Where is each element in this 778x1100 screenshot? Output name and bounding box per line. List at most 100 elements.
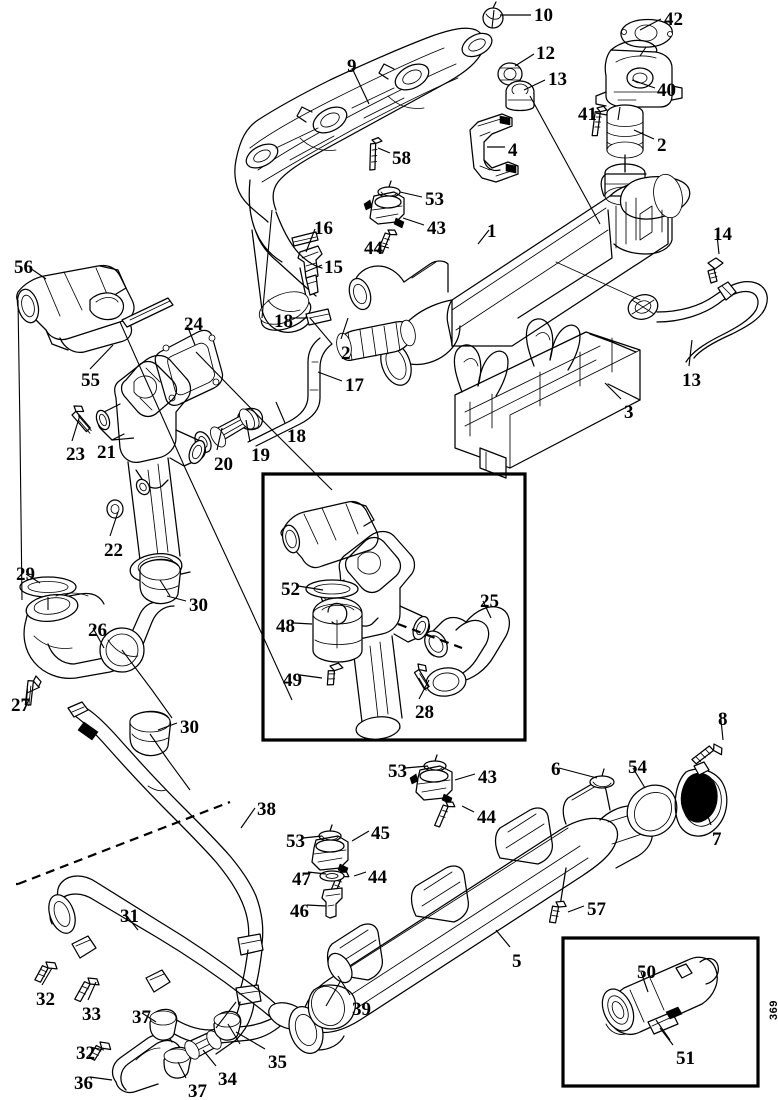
part-3-support-bracket — [454, 319, 640, 478]
part-43-sensor-upper — [364, 192, 404, 228]
callout-37: 37 — [132, 1007, 151, 1028]
callout-28: 28 — [415, 702, 434, 723]
callout-32: 32 — [36, 989, 55, 1010]
callout-20: 20 — [214, 454, 233, 475]
callout-22: 22 — [104, 540, 123, 561]
callout-44: 44 — [368, 867, 387, 888]
callout-2: 2 — [341, 343, 351, 364]
part-47-washer — [320, 871, 344, 881]
callout-29: 29 — [16, 564, 35, 585]
part-8-bolt — [691, 741, 724, 770]
callout-5: 5 — [512, 951, 522, 972]
part-44-bolt-b — [433, 799, 456, 830]
callout-42: 42 — [664, 9, 683, 30]
part-41-bolt — [590, 105, 607, 138]
callout-43: 43 — [478, 767, 497, 788]
part-2-bellows-mid — [334, 319, 417, 361]
part-39-ring — [306, 982, 355, 1031]
part-13-hose — [657, 282, 767, 362]
callout-16: 16 — [314, 218, 333, 239]
part-56-pump-housing — [14, 265, 134, 352]
callout-36: 36 — [74, 1073, 93, 1094]
inset-thermostat-detail — [263, 474, 525, 741]
part-5-manifold-lower — [283, 783, 652, 1058]
part-23-bolt — [66, 403, 98, 433]
part-55-dowel — [122, 298, 173, 327]
callout-48: 48 — [276, 616, 295, 637]
callout-47: 47 — [292, 869, 311, 890]
callout-30: 30 — [180, 717, 199, 738]
callout-53: 53 — [388, 761, 407, 782]
part-6-seal — [590, 769, 614, 788]
part-32-bolt-a — [34, 958, 59, 987]
part-30-clamp-a — [140, 559, 181, 603]
callout-39: 39 — [352, 999, 371, 1020]
callout-53: 53 — [286, 831, 305, 852]
callout-18: 18 — [287, 426, 306, 447]
callout-7: 7 — [712, 829, 722, 850]
part-46-sensor — [322, 888, 342, 918]
callout-6: 6 — [551, 759, 561, 780]
callout-4: 4 — [508, 140, 518, 161]
callout-2: 2 — [657, 135, 667, 156]
part-54-gasket — [627, 785, 677, 836]
part-24-gasket — [155, 330, 222, 405]
inset-part-49-bolt — [326, 662, 343, 687]
part-33-bolt — [74, 974, 101, 1006]
part-15-sensor — [298, 246, 322, 295]
callout-52: 52 — [281, 579, 300, 600]
part-30-clamp-b — [130, 711, 171, 755]
callout-51: 51 — [676, 1048, 695, 1069]
part-9-exhaust-manifold — [235, 28, 496, 337]
part-38-hose — [68, 702, 263, 1054]
callout-55: 55 — [81, 370, 100, 391]
callout-38: 38 — [257, 799, 276, 820]
sheet-watermark: 369 259 — [768, 1000, 778, 1020]
inset-part-25-hose — [420, 607, 509, 699]
callout-45: 45 — [371, 823, 390, 844]
callout-46: 46 — [290, 901, 309, 922]
callout-56: 56 — [14, 257, 33, 278]
part-37-clamp-a — [150, 1009, 177, 1040]
part-19-sleeve — [207, 406, 257, 449]
part-34-fitting — [182, 1028, 224, 1061]
callout-34: 34 — [218, 1069, 237, 1090]
inset-part-52-gasket — [306, 580, 358, 598]
part-58-bolt — [368, 137, 382, 171]
callout-31: 31 — [120, 906, 139, 927]
callout-8: 8 — [718, 709, 728, 730]
part-57-bolt — [548, 899, 568, 926]
callout-58: 58 — [392, 148, 411, 169]
inset-sensor-detail — [563, 938, 758, 1086]
callout-41: 41 — [578, 104, 597, 125]
callout-44: 44 — [364, 238, 383, 259]
part-4-bracket — [470, 114, 518, 182]
callout-43: 43 — [427, 218, 446, 239]
callout-1: 1 — [487, 221, 497, 242]
callout-18: 18 — [274, 311, 293, 332]
callout-24: 24 — [184, 314, 203, 335]
callout-53: 53 — [425, 189, 444, 210]
callout-30: 30 — [189, 595, 208, 616]
callout-12: 12 — [536, 43, 555, 64]
callout-33: 33 — [82, 1004, 101, 1025]
part-45-sensor — [312, 836, 348, 874]
leader-lines — [18, 10, 670, 1044]
part-12-bushing — [498, 63, 522, 85]
callout-15: 15 — [324, 257, 343, 278]
part-1-heat-exchanger — [346, 169, 694, 389]
inset-part-48-thermostat — [313, 598, 362, 662]
part-17-pipe — [248, 338, 332, 446]
callout-26: 26 — [88, 620, 107, 641]
callout-13: 13 — [682, 370, 701, 391]
callout-9: 9 — [347, 56, 357, 77]
callout-32: 32 — [76, 1043, 95, 1064]
part-14-clamp — [708, 258, 723, 283]
callout-21: 21 — [97, 442, 116, 463]
callout-49: 49 — [283, 670, 302, 691]
callout-23: 23 — [66, 444, 85, 465]
callout-50: 50 — [637, 962, 656, 983]
callout-13: 13 — [548, 69, 567, 90]
